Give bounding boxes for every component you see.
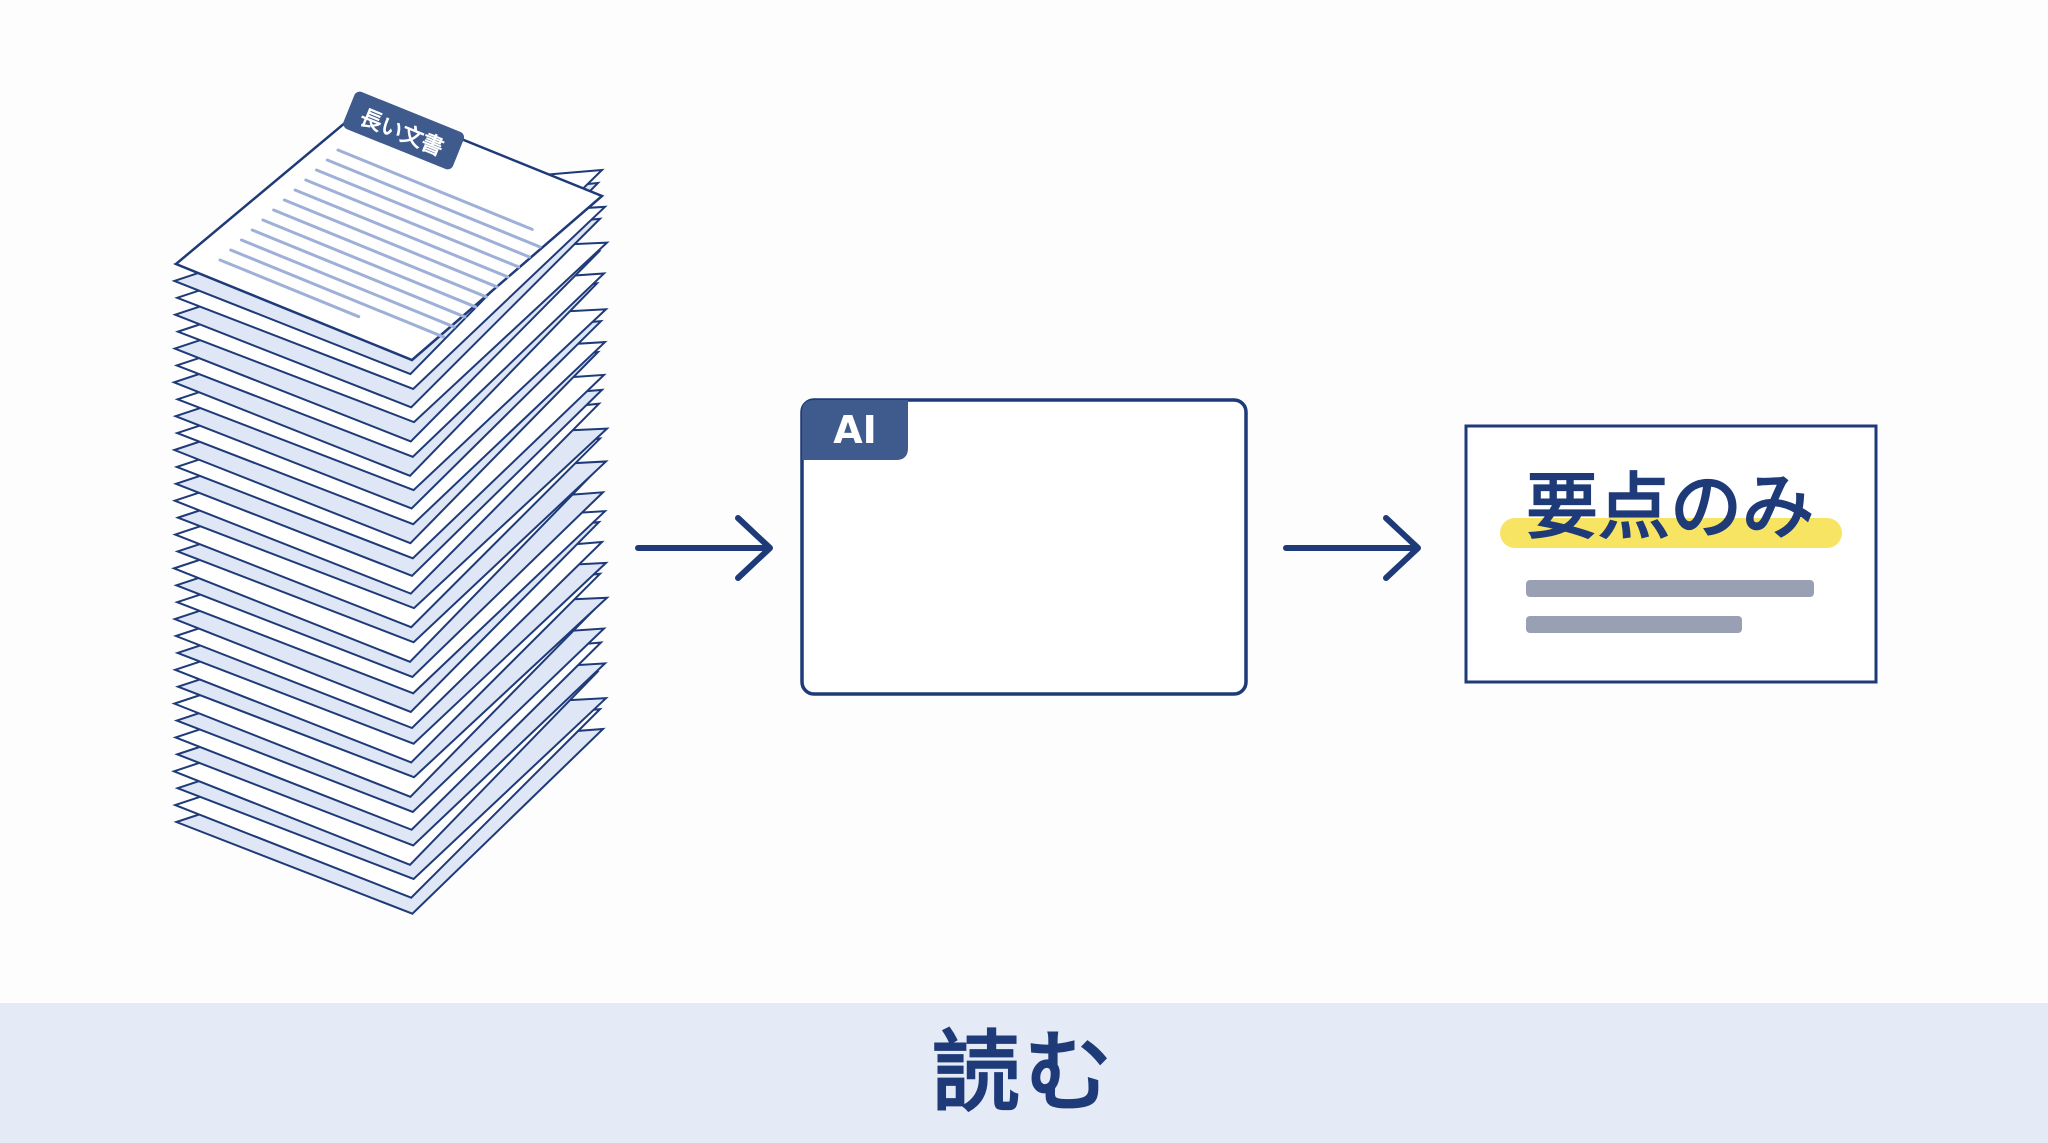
footer-label: 読む <box>931 1021 1116 1124</box>
summary-line-2 <box>1526 616 1742 633</box>
summary-heading: 要点のみ <box>1526 465 1814 549</box>
document-text-line <box>229 248 445 339</box>
arrow-to-ai <box>635 515 773 581</box>
document-tag-background <box>343 91 465 170</box>
document-text-line <box>272 208 488 299</box>
process-diagram: 長い文書 AI 要点のみ <box>171 91 1878 915</box>
document-text-lines <box>218 148 542 339</box>
top-document-sheet <box>173 100 605 362</box>
footer-band: 読む <box>0 1003 2048 1143</box>
ai-window-frame <box>800 398 1248 696</box>
arrow-to-summary <box>1283 515 1421 581</box>
document-text-line <box>304 178 521 269</box>
document-text-line <box>250 228 467 319</box>
document-text-line <box>336 148 534 231</box>
summary-card-frame <box>1464 424 1878 684</box>
document-text-line <box>293 188 510 279</box>
top-document: 長い文書 <box>173 91 605 362</box>
document-text-line <box>239 238 456 329</box>
document-text-line <box>218 258 361 319</box>
highlighter-mark <box>1500 518 1842 548</box>
document-text-line <box>315 168 531 259</box>
ai-window: AI <box>800 398 1248 696</box>
document-text-line <box>261 218 478 309</box>
summary-line-1 <box>1526 580 1814 597</box>
ai-window-tab-label: AI <box>833 408 877 452</box>
ai-window-tab <box>802 400 908 460</box>
document-text-line <box>325 158 542 249</box>
document-text-line <box>282 198 499 289</box>
summary-card: 要点のみ <box>1464 424 1878 684</box>
